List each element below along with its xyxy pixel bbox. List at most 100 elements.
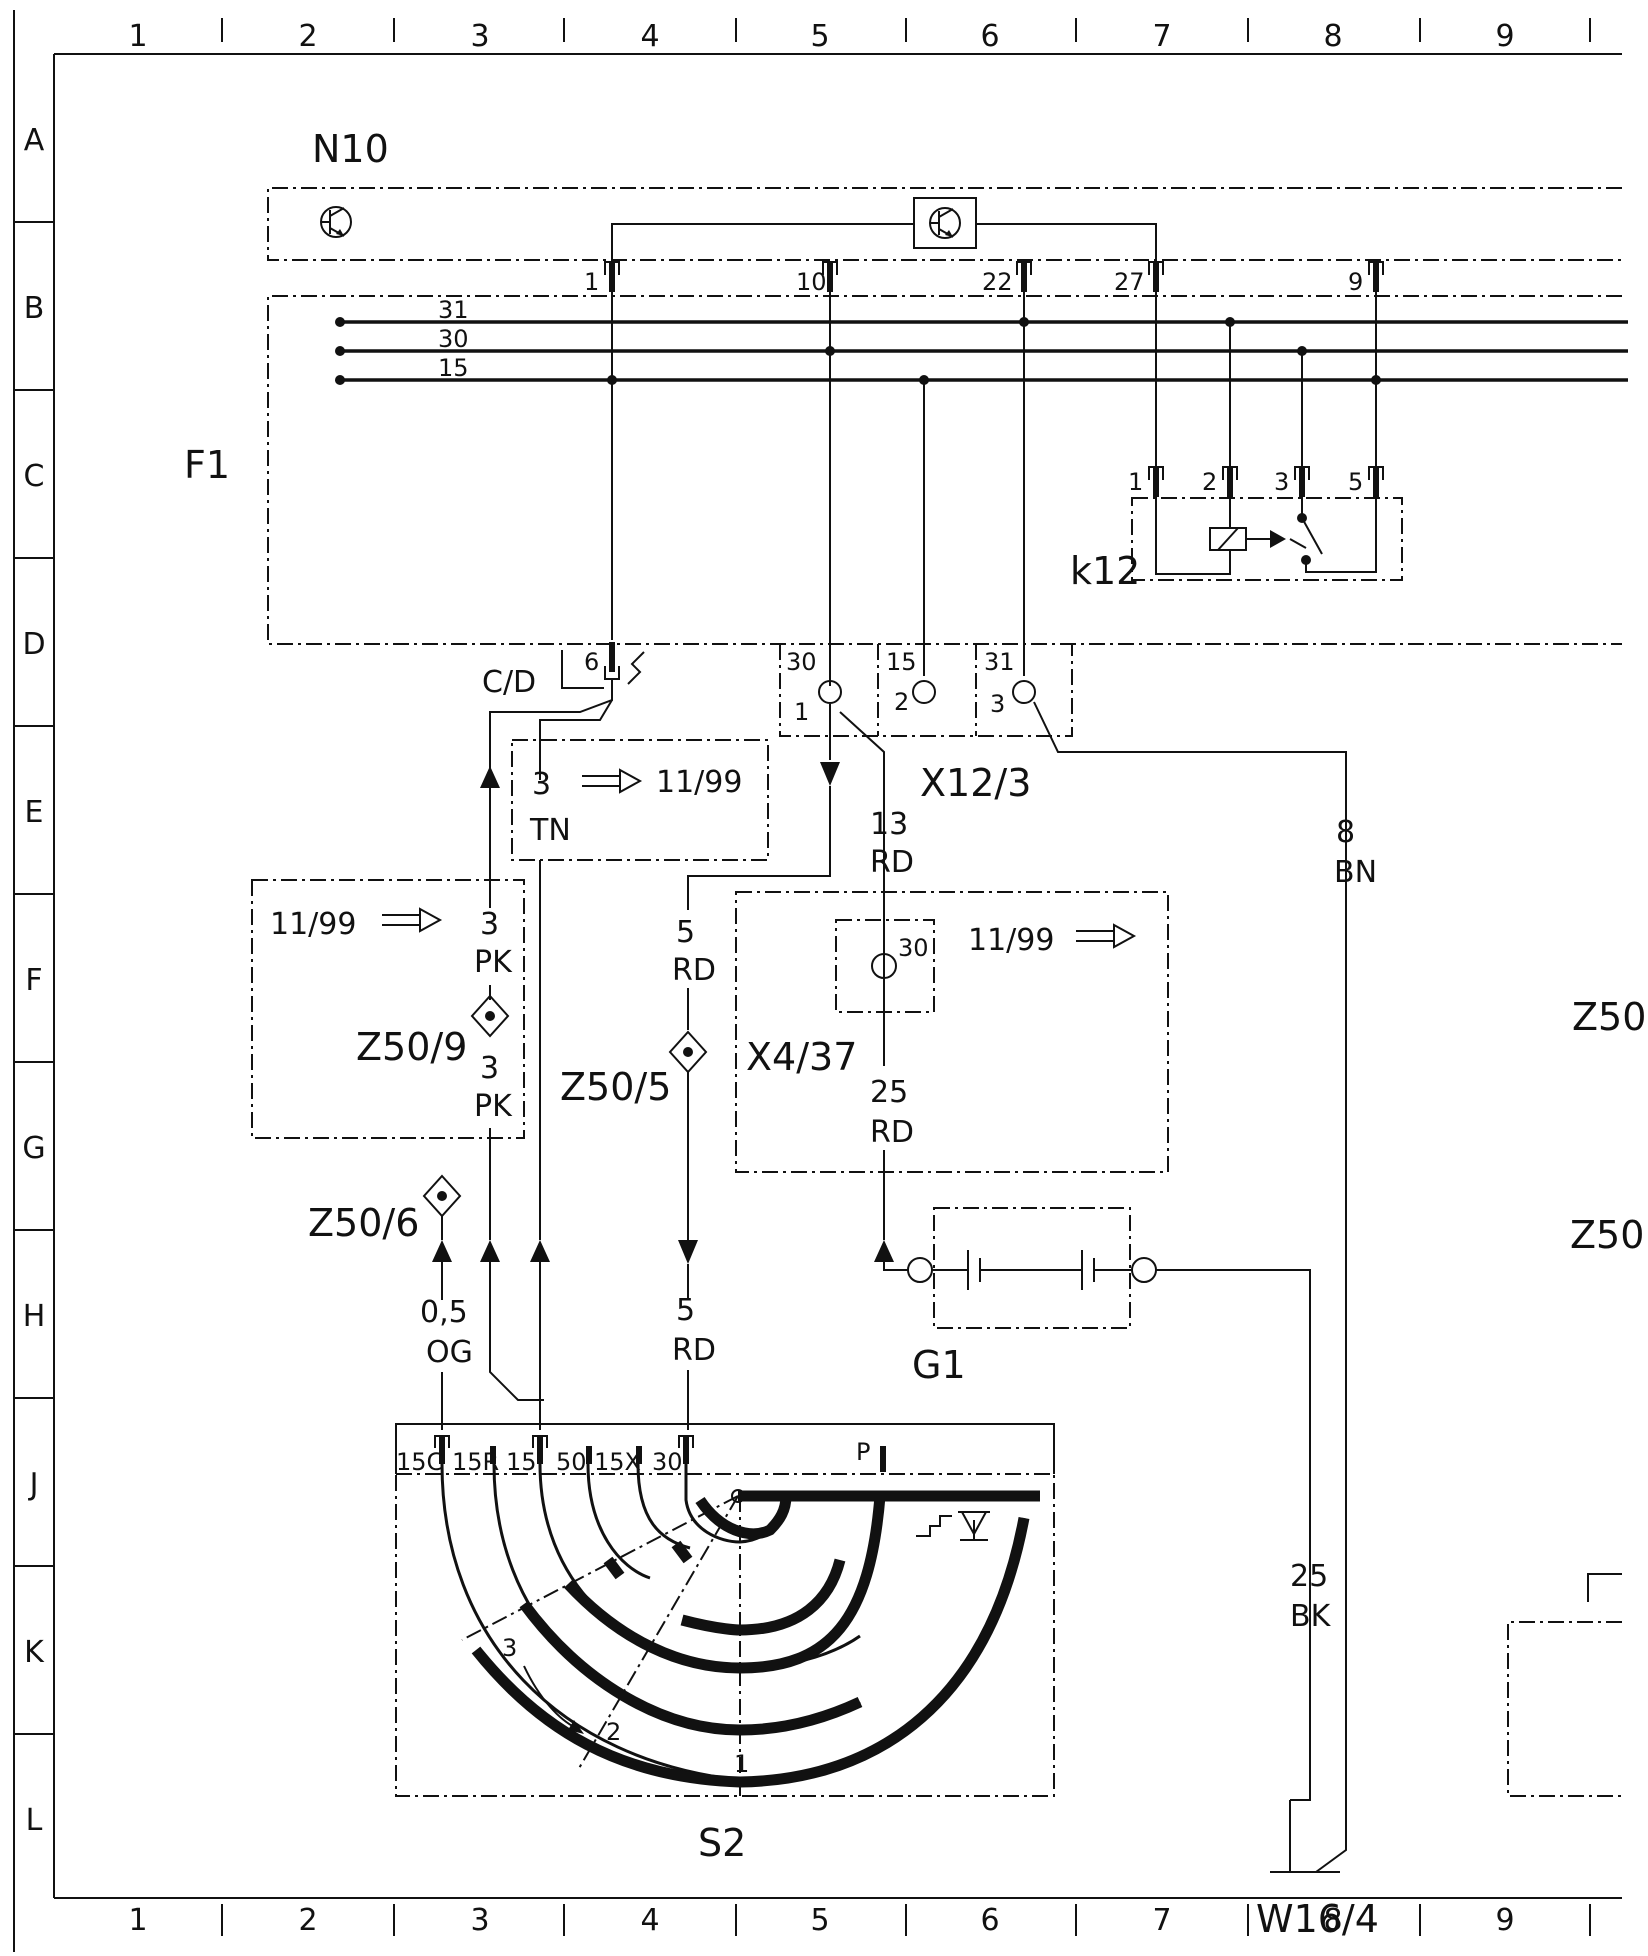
pin-label: 15C [396,1448,443,1476]
wire-size: 3 [532,767,551,802]
s2-ignition-switch: 15C 15R 15 50 15X 30 P [395,1423,1055,1865]
lock-icon [958,1511,990,1541]
f1-pin-6: 6 C/D [480,642,645,788]
pin-label: 2 [1202,468,1217,496]
connector-pin: 3 [1274,466,1310,497]
z50-9-label: Z50/9 [356,1025,467,1069]
wire-color: RD [870,1115,914,1150]
grid-row-labels: A B C D E F G H J K L [22,123,45,1838]
grid-col-label: 2 [298,1903,317,1938]
wire-color: PK [474,945,513,980]
grid-row-label: H [23,1299,46,1334]
connector-pin: 10 [796,261,838,296]
grid-col-label: 4 [640,1903,659,1938]
arrow-right-icon [582,768,643,794]
splice-icon [668,1030,708,1074]
grid-col-label: 7 [1152,19,1171,54]
grid-col-label: 6 [980,19,999,54]
n10-label: N10 [312,127,389,171]
wire-size: 13 [870,807,908,842]
pin-label: 15R [452,1448,499,1476]
position-label: 2 [606,1718,621,1746]
grid-col-label: 8 [1323,19,1342,54]
relay-control-icon [929,207,961,239]
grid-row-label: J [28,1467,39,1502]
note-box-e: 3 TN 11/99 [511,739,769,861]
grid-col-label: 5 [810,1903,829,1938]
wire-size: 5 [676,915,695,950]
wire-color: OG [426,1335,473,1370]
note-text: 11/99 [270,907,356,942]
terminal-icon [907,1257,933,1283]
pin-label: 5 [1348,468,1363,496]
connector-pin: 15R [452,1446,499,1476]
pin-label: 15 [506,1448,537,1476]
pin-label: 50 [556,1448,587,1476]
grid-col-label: 1 [128,19,147,54]
f1-fusebox: F1 31 30 15 [184,292,1628,686]
connector-pin: 15 [506,1435,548,1476]
connector-pin: 9 [1348,261,1384,296]
note-text: 11/99 [656,765,742,800]
grid-row-label: G [22,1131,45,1166]
connector-pin: 1 [584,261,620,296]
grid-row-label: F [25,963,42,998]
grid-column-labels-top: 1 2 3 4 5 6 7 8 9 [128,19,1514,54]
terminal-icon [871,953,897,979]
note-box-f-right: 30 11/99 X4/37 25 RD [735,891,1169,1173]
pin-label: 1 [1128,468,1143,496]
g1-label: G1 [912,1343,966,1387]
connector-pin: 27 [1114,261,1164,296]
grid-frame [13,10,1622,1952]
bus-label-15: 15 [438,354,469,382]
grid-row-label: E [25,795,44,830]
position-label: 1 [734,1750,749,1778]
k12-relay: 1 2 3 5 k12 [1070,466,1403,593]
terminal-icon [912,680,936,704]
wire-size: 25 [1290,1559,1328,1594]
terminal-icon [1131,1257,1157,1283]
x12-pin-bottom: 3 [990,690,1005,718]
wire-color: PK [474,1089,513,1124]
grid-row-label: D [22,627,45,662]
x12-3-label: X12/3 [920,761,1031,805]
grid-row-label: K [24,1635,45,1670]
relay-control-icon [320,206,352,238]
pin-label: 30 [898,934,929,962]
wire-size: 5 [676,1293,695,1328]
grid-col-label: 2 [298,19,317,54]
grid-col-label: 6 [980,1903,999,1938]
splice-icon [422,1174,462,1218]
x12-3-connector: 30 15 31 1 2 3 X12/3 [779,644,1073,805]
step-icon [916,1515,952,1537]
arrow-right-icon [1076,923,1137,949]
w16-4-label: W16/4 [1256,1897,1379,1941]
grid-row-label: A [24,123,45,158]
connector-pin: 15X [594,1446,642,1476]
connector-pin: 22 [982,261,1032,296]
grid-col-label: 1 [128,1903,147,1938]
grid-col-label: 5 [810,19,829,54]
z50-right-label: Z50 [1570,1213,1644,1257]
n10-pins: 1 10 22 27 9 [584,261,1384,296]
wire-size: 8 [1336,815,1355,850]
wire-color: RD [870,845,914,880]
pin-label: 3 [1274,468,1289,496]
connector-pin: 5 [1348,466,1384,497]
pin-label: 10 [796,268,827,296]
grid-row-label: L [26,1803,43,1838]
pin-label: 6 [584,648,599,676]
pin-label: 22 [982,268,1013,296]
grid-row-label: C [24,459,45,494]
z50-5-label: Z50/5 [560,1065,671,1109]
x12-pin-top: 15 [886,648,917,676]
z50-6-label: Z50/6 [308,1201,419,1245]
connector-pin: 30 [652,1435,694,1476]
x4-37-label: X4/37 [746,1035,857,1079]
pin-label: 27 [1114,268,1145,296]
wire-color: BK [1290,1599,1332,1634]
z50-right-label: Z50 [1572,995,1646,1039]
x12-pin-bottom: 1 [794,698,809,726]
x12-pin-top: 30 [786,648,817,676]
